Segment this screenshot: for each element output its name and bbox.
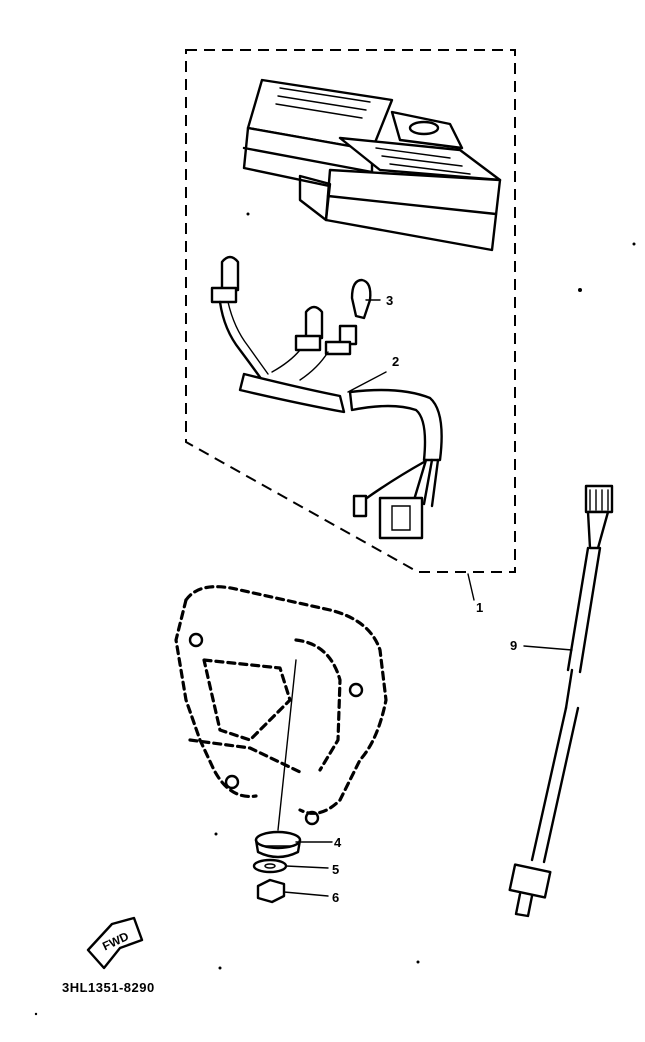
part-code-label: 3HL1351-8290 bbox=[62, 980, 155, 995]
meter-cable bbox=[508, 484, 614, 918]
callout-5: 5 bbox=[332, 862, 339, 877]
callout-2: 2 bbox=[392, 354, 399, 369]
callout-6: 6 bbox=[332, 890, 339, 905]
scan-specks bbox=[34, 212, 636, 1016]
forward-arrow-icon: FWD bbox=[86, 916, 144, 970]
callout-4: 4 bbox=[334, 835, 342, 850]
meter-housing bbox=[242, 78, 502, 252]
callout-1: 1 bbox=[476, 600, 483, 615]
callout-3: 3 bbox=[386, 293, 393, 308]
grommet bbox=[254, 830, 302, 859]
wire-harness bbox=[210, 255, 443, 540]
callout-9: 9 bbox=[510, 638, 517, 653]
bulb bbox=[350, 278, 372, 320]
leader-lines bbox=[283, 299, 573, 897]
assembly-boundary bbox=[185, 49, 516, 573]
washer bbox=[252, 858, 288, 874]
mounting-bracket-outline bbox=[174, 585, 388, 826]
callout-labels: 1 2 3 4 5 6 9 bbox=[332, 293, 517, 905]
nut bbox=[256, 878, 286, 904]
